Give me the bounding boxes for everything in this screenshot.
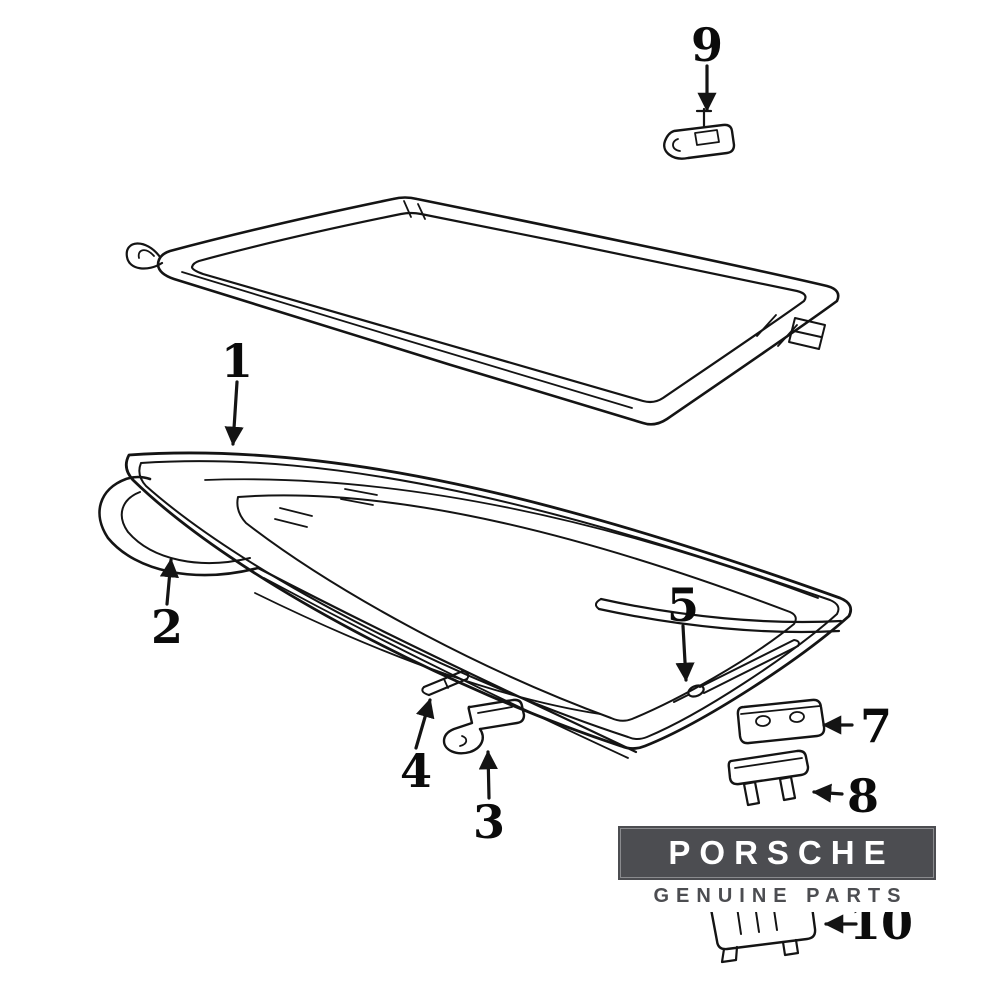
callout-number-7: 7 [859,699,893,753]
arrow-to-part-8 [812,783,844,803]
callout-number-5: 5 [666,578,700,632]
mounting-bracket-part-7-drawing [736,698,826,745]
arrow-to-part-3 [478,750,498,800]
callout-number-3: 3 [472,795,506,849]
callout-number-9: 9 [690,18,724,72]
pin-part-4-drawing [421,669,470,697]
porsche-wordmark: PORSCHE [618,826,936,880]
lid-weatherstrip-seal-drawing [98,475,638,759]
arrow-to-part-1 [224,380,244,446]
arrow-to-part-4 [414,698,435,750]
callout-number-4: 4 [399,744,433,798]
sunroof-frame-seal-drawing [125,196,840,426]
callout-number-2: 2 [150,600,184,654]
retaining-clip-part-9-drawing [663,107,736,160]
arrow-to-part-5 [675,624,695,682]
arrow-to-part-2 [159,558,179,606]
guide-clip-part-3-drawing [442,698,526,755]
rear-gasket-strip-drawing [595,597,843,703]
support-bracket-part-8-drawing [727,749,810,807]
callout-arrows [159,64,858,934]
porsche-genuine-parts-badge: PORSCHE GENUINE PARTS [618,826,936,912]
callout-number-8: 8 [846,769,880,823]
callout-number-1: 1 [220,334,254,388]
genuine-parts-label: GENUINE PARTS [618,880,936,912]
